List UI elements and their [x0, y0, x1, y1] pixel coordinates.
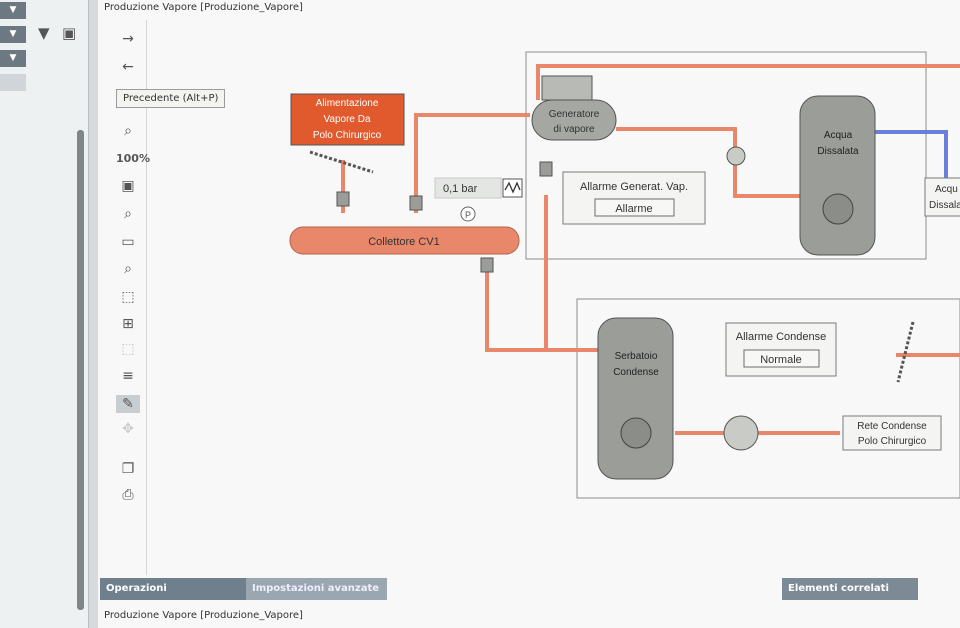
tooltip: Precedente (Alt+P) [116, 89, 226, 108]
desal-label-2: Dissalata [817, 146, 859, 157]
generator-motor [541, 75, 593, 101]
status-path: Produzione Vapore [Produzione_Vapore] [104, 610, 303, 621]
save-icon[interactable]: ▣ [62, 24, 77, 42]
generator-alarm-value: Allarme [615, 203, 652, 215]
pressure-value: 0,1 bar [443, 183, 478, 195]
desal-right-label-1: Acqu [935, 184, 958, 195]
valves [336, 161, 553, 273]
vertical-toolbar: → ← ⌕ 100% ▣ ⌕ ▭ ⌕ ⬚ ⊞ ⬚ ≡ ✎ ✥ ❐ ⎙ [108, 20, 150, 575]
generator-alarm-value-box [594, 198, 675, 217]
collector-label: Collettore CV1 [368, 236, 440, 248]
desal-label-1: Acqua [824, 130, 853, 141]
generator-label-2: di vapore [553, 124, 595, 135]
tab-operations[interactable]: Operazioni [100, 578, 246, 600]
full-extent-icon[interactable]: ⬚ [121, 289, 135, 305]
supply-hatch [309, 150, 374, 174]
condensate-pump [723, 415, 759, 451]
disabled-tool-icon: ✥ [122, 421, 134, 437]
zoom-percent[interactable]: 100% [116, 152, 150, 165]
lines-icon[interactable]: ≡ [122, 368, 134, 384]
condensate-area-frame [576, 298, 960, 499]
process-diagram: Alimentazione Vapore Da Polo Chirurgico … [289, 51, 960, 499]
dropdown-1[interactable]: ▼ [0, 2, 26, 19]
collector-cv1 [289, 226, 520, 255]
back-arrow-icon[interactable]: ← [122, 59, 134, 75]
right-hatch [896, 321, 915, 383]
left-panel-bar [0, 74, 26, 91]
filter-icon[interactable]: ▼ [38, 24, 50, 42]
condensate-tank-label-1: Serbatoio [615, 351, 658, 362]
page-icon[interactable]: ❐ [121, 461, 135, 477]
fit-view-icon[interactable]: ▣ [121, 178, 135, 194]
grid-icon[interactable]: ⊞ [122, 316, 134, 332]
condensate-alarm-value: Normale [760, 354, 802, 366]
zoom-in-icon[interactable]: ⌕ [124, 261, 132, 277]
desal-right-label-2: Dissala [929, 200, 960, 211]
zoom-out-icon[interactable]: ⌕ [124, 123, 132, 139]
zoom-icon[interactable]: ⌕ [124, 206, 132, 222]
desal-right-box [924, 177, 960, 217]
condensate-alarm-value-box [743, 349, 820, 368]
supply-box [290, 93, 405, 146]
select-area-icon[interactable]: ⬚ [121, 341, 135, 357]
desal-tank [799, 95, 876, 256]
desal-manhole [822, 193, 854, 225]
zoom-window-icon[interactable]: ▭ [121, 234, 135, 250]
pressure-readout [434, 177, 502, 199]
condensate-network-label-1: Rete Condense [857, 421, 927, 432]
generator-alarm-title: Allarme Generat. Vap. [580, 181, 688, 193]
print-icon[interactable]: ⎙ [122, 487, 134, 503]
condensate-tank-label-2: Condense [613, 367, 659, 378]
condensate-manhole [620, 417, 652, 449]
generator-area-frame [525, 51, 927, 260]
comment-icon[interactable]: ✎ [116, 395, 140, 413]
supply-label-1: Alimentazione [316, 98, 379, 109]
pressure-indicator [460, 206, 476, 222]
pressure-marker: P [465, 210, 471, 220]
left-panel: ▼ ▼ ▼ ▣ ▼ [0, 0, 89, 628]
condensate-network-label-2: Polo Chirurgico [858, 436, 927, 447]
generator-label-1: Generatore [549, 109, 600, 120]
supply-label-2: Vapore Da [323, 114, 371, 125]
left-scrollbar[interactable] [77, 130, 84, 610]
forward-arrow-icon[interactable]: → [122, 31, 134, 47]
supply-label-3: Polo Chirurgico [313, 130, 382, 141]
condensate-alarm-title: Allarme Condense [736, 331, 827, 343]
window-title: Produzione Vapore [Produzione_Vapore] [104, 2, 303, 13]
condensate-network-box [842, 415, 942, 451]
dropdown-3[interactable]: ▼ [0, 50, 26, 67]
pump-1 [726, 146, 746, 166]
dropdown-2[interactable]: ▼ [0, 26, 26, 43]
condensate-tank [597, 317, 674, 480]
related-elements-header[interactable]: Elementi correlati [782, 578, 918, 600]
tab-advanced-settings[interactable]: Impostazioni avanzate [246, 578, 387, 600]
